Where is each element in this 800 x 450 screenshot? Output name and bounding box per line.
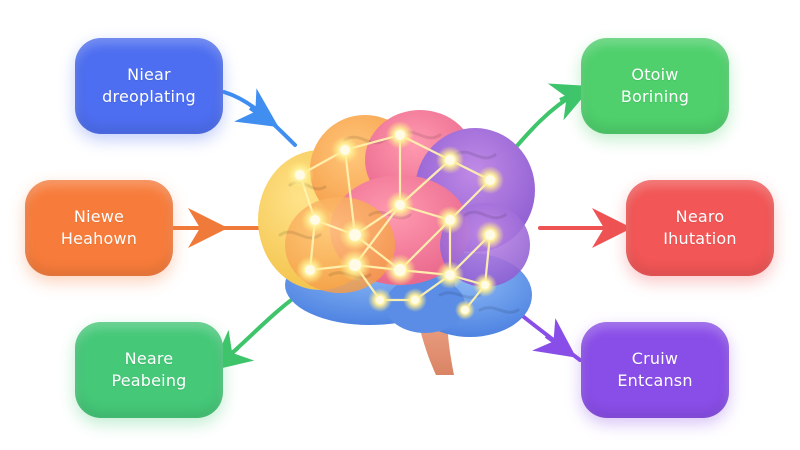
concept-node-middle-right: Nearo Ihutation [626,180,774,276]
concept-node-bottom-left: Neare Peabeing [75,322,223,418]
node-label-line1: Niewe [73,207,125,226]
concept-node-bottom-right: Cruiw Entcansn [581,322,729,418]
concept-node-middle-left: Niewe Heahown [25,180,173,276]
concept-node-top-left: Niear dreoplating [75,38,223,134]
node-label-line2: Borining [620,87,690,106]
node-label-line2: Ihutation [663,229,737,248]
node-label-line1: Otoiw [631,65,679,84]
node-label-line2: Peabeing [111,371,187,390]
node-label-line1: Cruiw [631,349,679,368]
node-label-line2: dreoplating [102,87,196,106]
node-label-line1: Niear [127,65,171,84]
node-label-line2: Entcansn [617,371,693,390]
brain-network-illustration [258,110,535,375]
concept-node-top-right: Otoiw Borining [581,38,729,134]
node-label-line1: Neare [124,349,174,368]
node-label-line2: Heahown [60,229,138,248]
node-label-line1: Nearo [675,207,725,226]
